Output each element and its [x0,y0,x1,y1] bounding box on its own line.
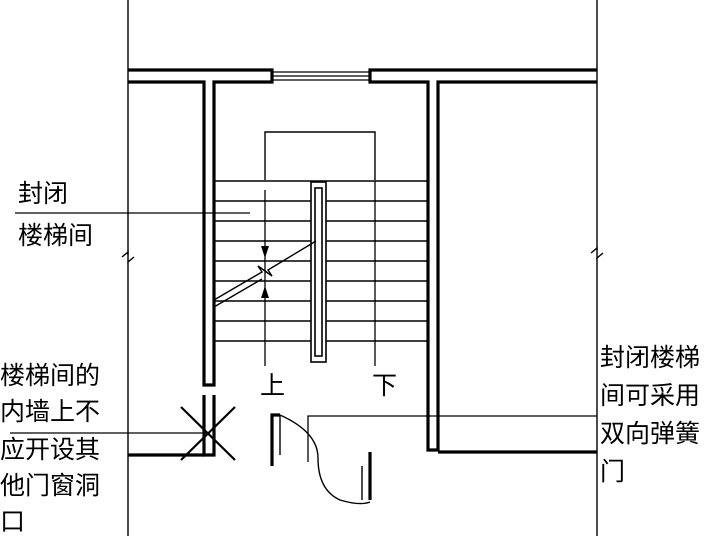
leader-lines [10,212,597,462]
label-enclosed-stair-line1: 封闭 [18,179,69,208]
label-inner-wall-line2: 内墙上不 [0,397,101,426]
label-inner-wall-line4: 他门窗洞 [0,471,101,500]
label-door-line1: 封闭楼梯 [600,343,701,372]
top-wall-right [368,68,597,452]
label-down: 下 [372,371,398,400]
label-inner-wall-line1: 楼梯间的 [0,361,101,390]
label-inner-wall-line3: 应开设其 [0,435,101,464]
window [272,71,370,81]
label-door-line4: 门 [600,457,626,486]
stair-well [310,181,327,363]
label-inner-wall-line5: 口 [0,507,26,536]
label-door-line3: 双向弹簧 [600,419,701,448]
leader-door [307,415,597,462]
label-door-line2: 间可采用 [600,381,701,410]
door-jamb-left [270,413,280,466]
door-leaf-arc [279,414,371,505]
label-enclosed-stair-line2: 楼梯间 [18,221,94,250]
arrow-down-icon [261,246,269,258]
left-inner-wall-lower [202,395,216,457]
double-swing-door [279,414,371,505]
direction-arrows [261,246,269,298]
walls [128,68,597,500]
left-break-mark [121,250,135,264]
right-break-mark [590,246,604,260]
arrow-up-icon [261,286,269,298]
label-up: 上 [260,371,286,400]
top-wall-left [128,68,274,387]
stair-landing [264,131,376,180]
direction-lines [264,181,376,366]
